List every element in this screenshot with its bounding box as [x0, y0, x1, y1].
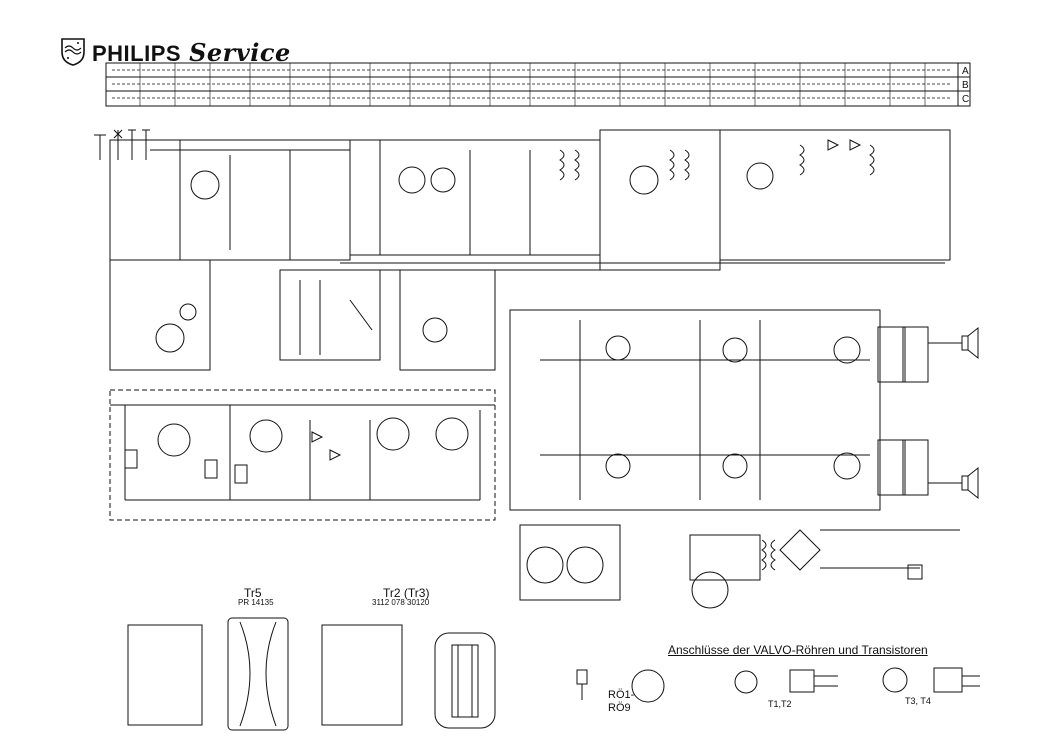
strip-letter-b: B	[962, 80, 969, 91]
oscillator-section	[109, 259, 496, 371]
tr5-label: Tr5	[244, 586, 262, 600]
coil-former-drawing	[434, 632, 496, 729]
tr2-label: Tr2 (Tr3)	[383, 586, 430, 600]
header-brand: PHILIPS Service	[92, 38, 291, 67]
audio-output-section	[509, 309, 881, 511]
tr2-part-number: 3112 078 30120	[372, 598, 430, 607]
transistor-label-t3-t4: T3, T4	[905, 696, 931, 706]
philips-shield-icon	[61, 38, 85, 66]
tube-label-2: RÖ9	[608, 702, 631, 714]
strip-letter-a: A	[962, 66, 969, 77]
tr5-part-number: PR 14135	[238, 598, 274, 607]
transformer-icon	[877, 326, 929, 496]
transistor-stage	[109, 389, 496, 521]
component-index-strip	[105, 62, 971, 107]
rf-if-section	[109, 129, 951, 271]
connections-title: Anschlüsse der VALVO-Röhren und Transist…	[668, 643, 928, 657]
strip-letter-c: C	[962, 94, 969, 105]
speaker-icon	[928, 326, 979, 500]
tr5-winding-diagram	[127, 617, 403, 731]
tube-label-1: RÖ1-	[608, 689, 635, 701]
service-label: Service	[189, 38, 291, 67]
transistor-label-t1-t2: T1,T2	[768, 699, 792, 709]
power-supply-section	[519, 524, 960, 609]
antenna-icon	[94, 129, 150, 160]
pinout-drawings	[576, 667, 980, 703]
brand-name: PHILIPS	[92, 41, 182, 66]
